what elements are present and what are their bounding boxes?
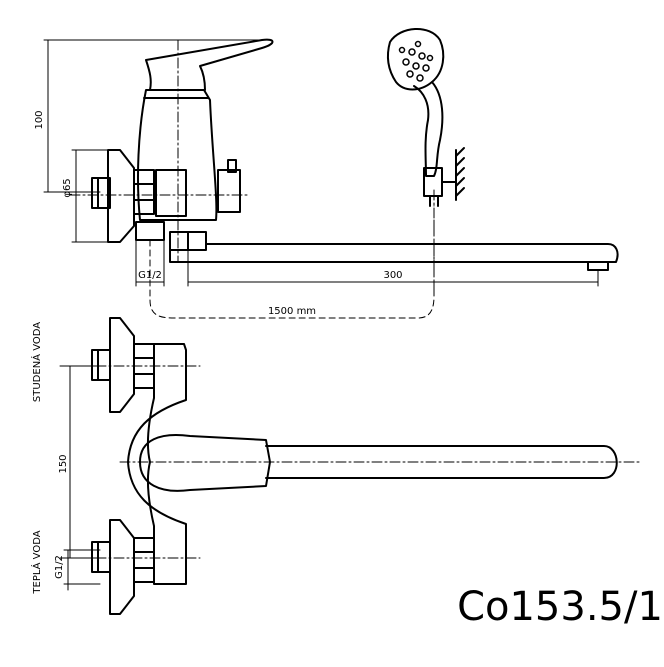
shower-nozzles <box>398 40 434 82</box>
flange-top-upper <box>109 317 135 413</box>
body-top-view <box>127 343 187 585</box>
dim-spacing: 150 <box>58 454 69 473</box>
cartridge-window <box>155 169 187 217</box>
flange-side <box>107 149 135 243</box>
spout-side <box>169 243 619 271</box>
side-view <box>91 27 619 271</box>
shower-handle <box>413 81 444 177</box>
top-view <box>91 317 618 615</box>
lever-top <box>139 434 271 492</box>
label-cold-water: STUDENÁ VODA <box>30 322 43 402</box>
diverter-knob <box>217 169 241 213</box>
dim-spout: 300 <box>383 270 402 281</box>
dim-hose: 1500 mm <box>268 306 316 317</box>
model-number: Co153.5/1 <box>457 584 663 630</box>
shower-head <box>387 27 445 91</box>
dim-height: 100 <box>34 110 45 129</box>
lever <box>145 38 274 91</box>
label-hot-water: TEPLÁ VODA <box>30 530 43 594</box>
hose-path <box>149 205 435 319</box>
dim-inlet-thread: G1/2 <box>138 270 162 281</box>
mixer-body <box>137 89 218 221</box>
spout-top <box>265 445 618 479</box>
union-nut <box>133 169 155 215</box>
dim-thread-bottom: G1/2 <box>54 555 65 579</box>
flange-top-lower <box>109 519 135 615</box>
dimension-lines <box>43 39 599 591</box>
inlet-stub <box>91 177 111 209</box>
bottom-inlet <box>135 221 165 241</box>
dim-flange: φ65 <box>62 178 73 197</box>
dimension-texts: 100 φ65 G1/2 300 1500 mm 150 G1/2 STUDEN… <box>30 110 403 594</box>
